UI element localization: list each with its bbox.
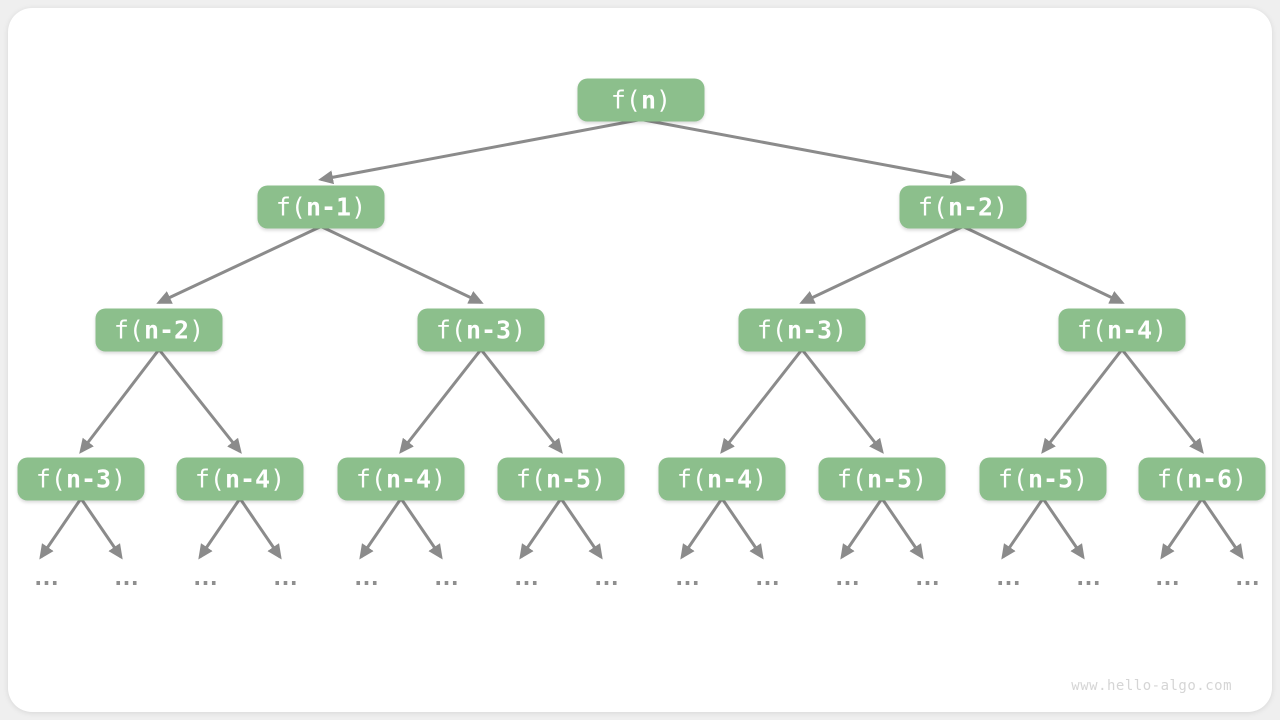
edge-arrow: [640, 118, 966, 185]
edge-arrow: [720, 348, 804, 454]
edge-arrow: [198, 497, 242, 560]
edge-arrow: [1001, 497, 1045, 560]
ellipsis: ...: [31, 566, 62, 591]
tree-node-9: f(n-4): [337, 457, 465, 501]
edge-arrow: [1160, 497, 1204, 560]
ellipsis: ...: [912, 566, 943, 591]
edge-arrow: [318, 118, 642, 185]
watermark: www.hello-algo.com: [1071, 678, 1232, 694]
edge-arrow: [680, 497, 724, 560]
edge-arrow: [559, 497, 603, 560]
edge-arrow: [157, 348, 242, 454]
ellipsis: ...: [832, 566, 863, 591]
tree-node-0: f(n): [577, 78, 705, 122]
tree-node-2: f(n-2): [899, 185, 1027, 229]
edge-arrow: [79, 497, 123, 560]
edge-arrow: [1120, 348, 1204, 454]
tree-node-12: f(n-5): [818, 457, 946, 501]
tree-node-11: f(n-4): [658, 457, 786, 501]
edge-arrow: [1200, 497, 1244, 560]
edge-arrow: [519, 497, 563, 560]
ellipsis: ...: [672, 566, 703, 591]
ellipsis: ...: [431, 566, 462, 591]
edge-arrow: [39, 497, 83, 560]
tree-node-1: f(n-1): [257, 185, 385, 229]
edge-arrow: [156, 225, 322, 304]
tree-node-7: f(n-3): [17, 457, 145, 501]
ellipsis: ...: [270, 566, 301, 591]
edge-arrow: [840, 497, 884, 560]
tree-node-5: f(n-3): [738, 308, 866, 352]
diagram-card: [8, 8, 1272, 712]
edge-arrow: [399, 348, 483, 454]
ellipsis: ...: [993, 566, 1024, 591]
tree-node-8: f(n-4): [176, 457, 304, 501]
tree-node-13: f(n-5): [979, 457, 1107, 501]
ellipsis: ...: [190, 566, 221, 591]
edge-arrow: [720, 497, 764, 560]
ellipsis: ...: [1232, 566, 1263, 591]
tree-node-14: f(n-6): [1138, 457, 1266, 501]
edge-arrow: [238, 497, 282, 560]
edge-arrow: [79, 348, 161, 454]
edge-arrow: [1041, 348, 1124, 454]
edge-arrow: [1041, 497, 1085, 560]
tree-node-4: f(n-3): [417, 308, 545, 352]
tree-node-6: f(n-4): [1058, 308, 1186, 352]
edge-arrow: [479, 348, 563, 454]
ellipsis: ...: [1073, 566, 1104, 591]
edge-arrow: [962, 225, 1125, 304]
ellipsis: ...: [1152, 566, 1183, 591]
ellipsis: ...: [351, 566, 382, 591]
ellipsis: ...: [752, 566, 783, 591]
edge-arrow: [880, 497, 924, 560]
edge-arrow: [799, 225, 964, 304]
edge-arrow: [800, 348, 884, 454]
ellipsis: ...: [111, 566, 142, 591]
tree-node-3: f(n-2): [95, 308, 223, 352]
tree-node-10: f(n-5): [497, 457, 625, 501]
ellipsis: ...: [511, 566, 542, 591]
edge-arrow: [359, 497, 403, 560]
edge-arrow: [399, 497, 443, 560]
edge-arrow: [320, 225, 484, 304]
ellipsis: ...: [591, 566, 622, 591]
